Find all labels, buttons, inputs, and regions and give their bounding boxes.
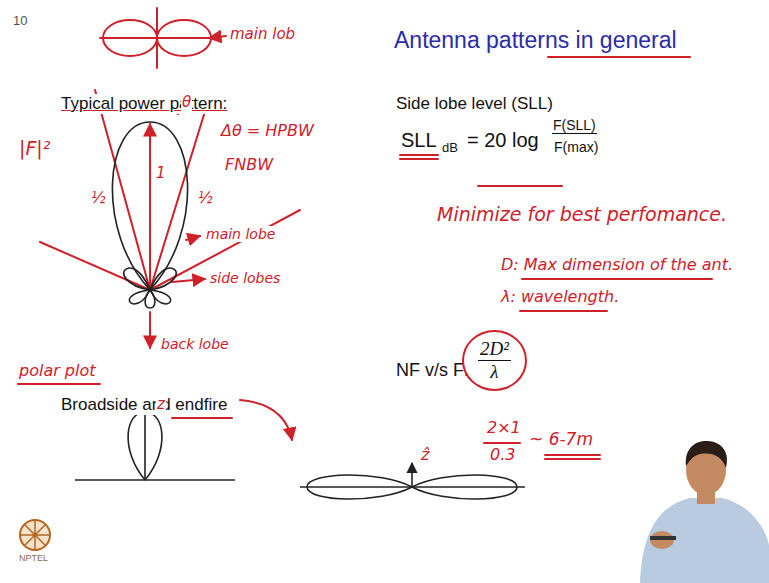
formula-part: 2D²	[478, 338, 511, 361]
slide-number: 10	[12, 14, 28, 29]
annotation: 1	[155, 165, 167, 182]
annotation: main lob	[229, 26, 296, 43]
null-line	[40, 242, 150, 290]
main-lobe-outline	[112, 122, 187, 290]
peak-arrow	[149, 124, 151, 290]
underline	[400, 158, 438, 160]
annotation: |F|²	[18, 138, 51, 160]
underline	[172, 417, 232, 419]
part-label: back lobe	[160, 336, 230, 352]
formula-part: dB	[441, 141, 459, 156]
side-lobe-outline	[150, 268, 176, 290]
logo-wheel	[20, 520, 50, 550]
side-lobe-outline	[129, 290, 150, 304]
underline	[545, 458, 600, 460]
underline	[522, 278, 712, 280]
axis-arrow	[144, 403, 146, 480]
back-lobe-outline	[145, 290, 155, 308]
axis-arrow	[411, 463, 413, 487]
axis-label: z	[156, 396, 166, 413]
angle-symbol: θ	[181, 94, 192, 111]
leader-arrow	[240, 400, 292, 440]
leader-arrow	[209, 36, 226, 38]
circled-formula: 2D²λ	[462, 330, 527, 391]
logo-text: NPTEL	[18, 553, 49, 563]
annotation: ~ 6-7m	[528, 430, 594, 450]
nptel-logo	[20, 520, 50, 550]
annotation: FNBW	[224, 156, 274, 174]
section-heading: Side lobe level (SLL)	[395, 94, 554, 114]
slide-title: Antenna patterns in general	[393, 27, 678, 53]
pen	[650, 536, 676, 540]
annotation: ½	[90, 190, 107, 207]
underline	[520, 310, 607, 312]
formula-part: λ	[490, 361, 498, 383]
section-heading: Typical power pattern:	[60, 94, 228, 114]
leader-arrow	[172, 279, 205, 282]
ground-line	[75, 479, 235, 481]
lecturer-photo	[640, 441, 769, 583]
endfire-lobe	[412, 475, 517, 499]
annotation: 0.3	[489, 446, 516, 464]
hair	[686, 441, 727, 468]
logo-spokes	[20, 520, 50, 550]
axis-label: ẑ	[420, 446, 430, 464]
side-lobe-outline	[150, 290, 171, 304]
formula-part: = 20 log	[466, 129, 540, 152]
formula-part: F(SLL)	[552, 117, 597, 134]
annotation: ½	[197, 190, 214, 207]
annotation: D: Max dimension of the ant.	[500, 256, 734, 274]
fraction-line	[484, 442, 520, 444]
annotation: Minimize for best perfomance.	[436, 204, 728, 226]
annotation: polar plot	[18, 362, 97, 380]
part-label: side lobes	[209, 270, 281, 286]
leader-arrow	[186, 236, 200, 240]
section-heading: Broadside and endfire	[60, 395, 228, 415]
annotation: Δθ = HPBW	[220, 122, 315, 140]
underline	[18, 383, 100, 385]
null-line	[150, 210, 300, 290]
part-label: main lobe	[205, 226, 276, 242]
underline	[400, 154, 438, 156]
annotation: λ: wavelength.	[500, 288, 620, 306]
formula-part: F(max)	[553, 139, 599, 155]
underline	[545, 454, 600, 456]
underline	[548, 56, 690, 58]
sketch-axis	[100, 37, 212, 39]
formula-part: SLL	[400, 129, 438, 152]
side-lobe-outline	[124, 268, 150, 290]
shirt	[640, 498, 769, 583]
endfire-lobe	[307, 475, 412, 499]
underline	[478, 185, 562, 187]
leader-arrow	[149, 312, 151, 348]
annotation: 2×1	[486, 419, 522, 437]
